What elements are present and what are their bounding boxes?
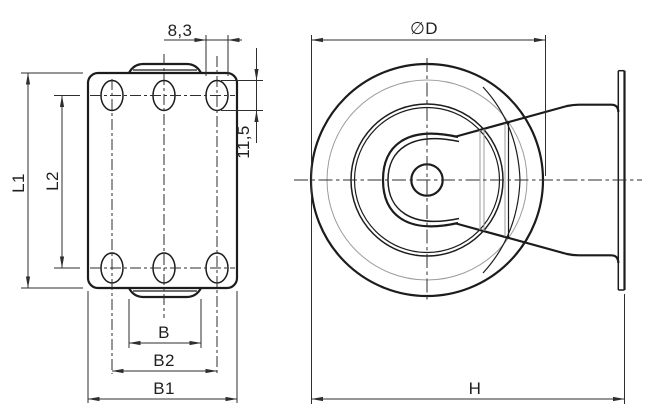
dim-housing-width: B xyxy=(128,299,202,348)
dim-bolt-spacing-length: L2 xyxy=(43,95,80,269)
dim-hole-slot-length: 11,5 xyxy=(221,48,263,159)
dim-label-housing-width: B xyxy=(158,323,170,342)
dim-label-hole-slot-length: 11,5 xyxy=(234,125,253,158)
dim-label-plate-width: B1 xyxy=(153,379,175,398)
dim-plate-width: B1 xyxy=(87,291,238,403)
fork-arm-top xyxy=(455,103,620,138)
plate-centerlines xyxy=(90,54,235,374)
dim-plate-length: L1 xyxy=(9,72,83,289)
dim-label-wheel-diameter: ∅D xyxy=(410,19,438,38)
housing-bump-top xyxy=(128,62,202,74)
dim-total-height: H xyxy=(311,294,625,404)
dim-wheel-diameter: ∅D xyxy=(311,19,546,404)
fork-arm-bottom xyxy=(455,222,620,264)
dim-label-bolt-spacing-length: L2 xyxy=(43,171,62,191)
dim-label-total-height: H xyxy=(469,379,482,398)
top-view: 8,3 11,5 L1 L2 xyxy=(9,21,263,403)
wheel-centerlines xyxy=(294,58,642,302)
dim-hole-slot-width: 8,3 xyxy=(164,21,242,76)
dim-bolt-spacing-width: B2 xyxy=(111,351,218,374)
side-view: ∅D H xyxy=(294,19,642,404)
housing-bump-bottom xyxy=(128,287,202,299)
dim-label-bolt-spacing-width: B2 xyxy=(153,351,175,370)
dim-label-plate-length: L1 xyxy=(9,173,28,193)
dim-label-hole-slot-width: 8,3 xyxy=(168,21,193,40)
mounting-plate-outline xyxy=(86,71,239,290)
